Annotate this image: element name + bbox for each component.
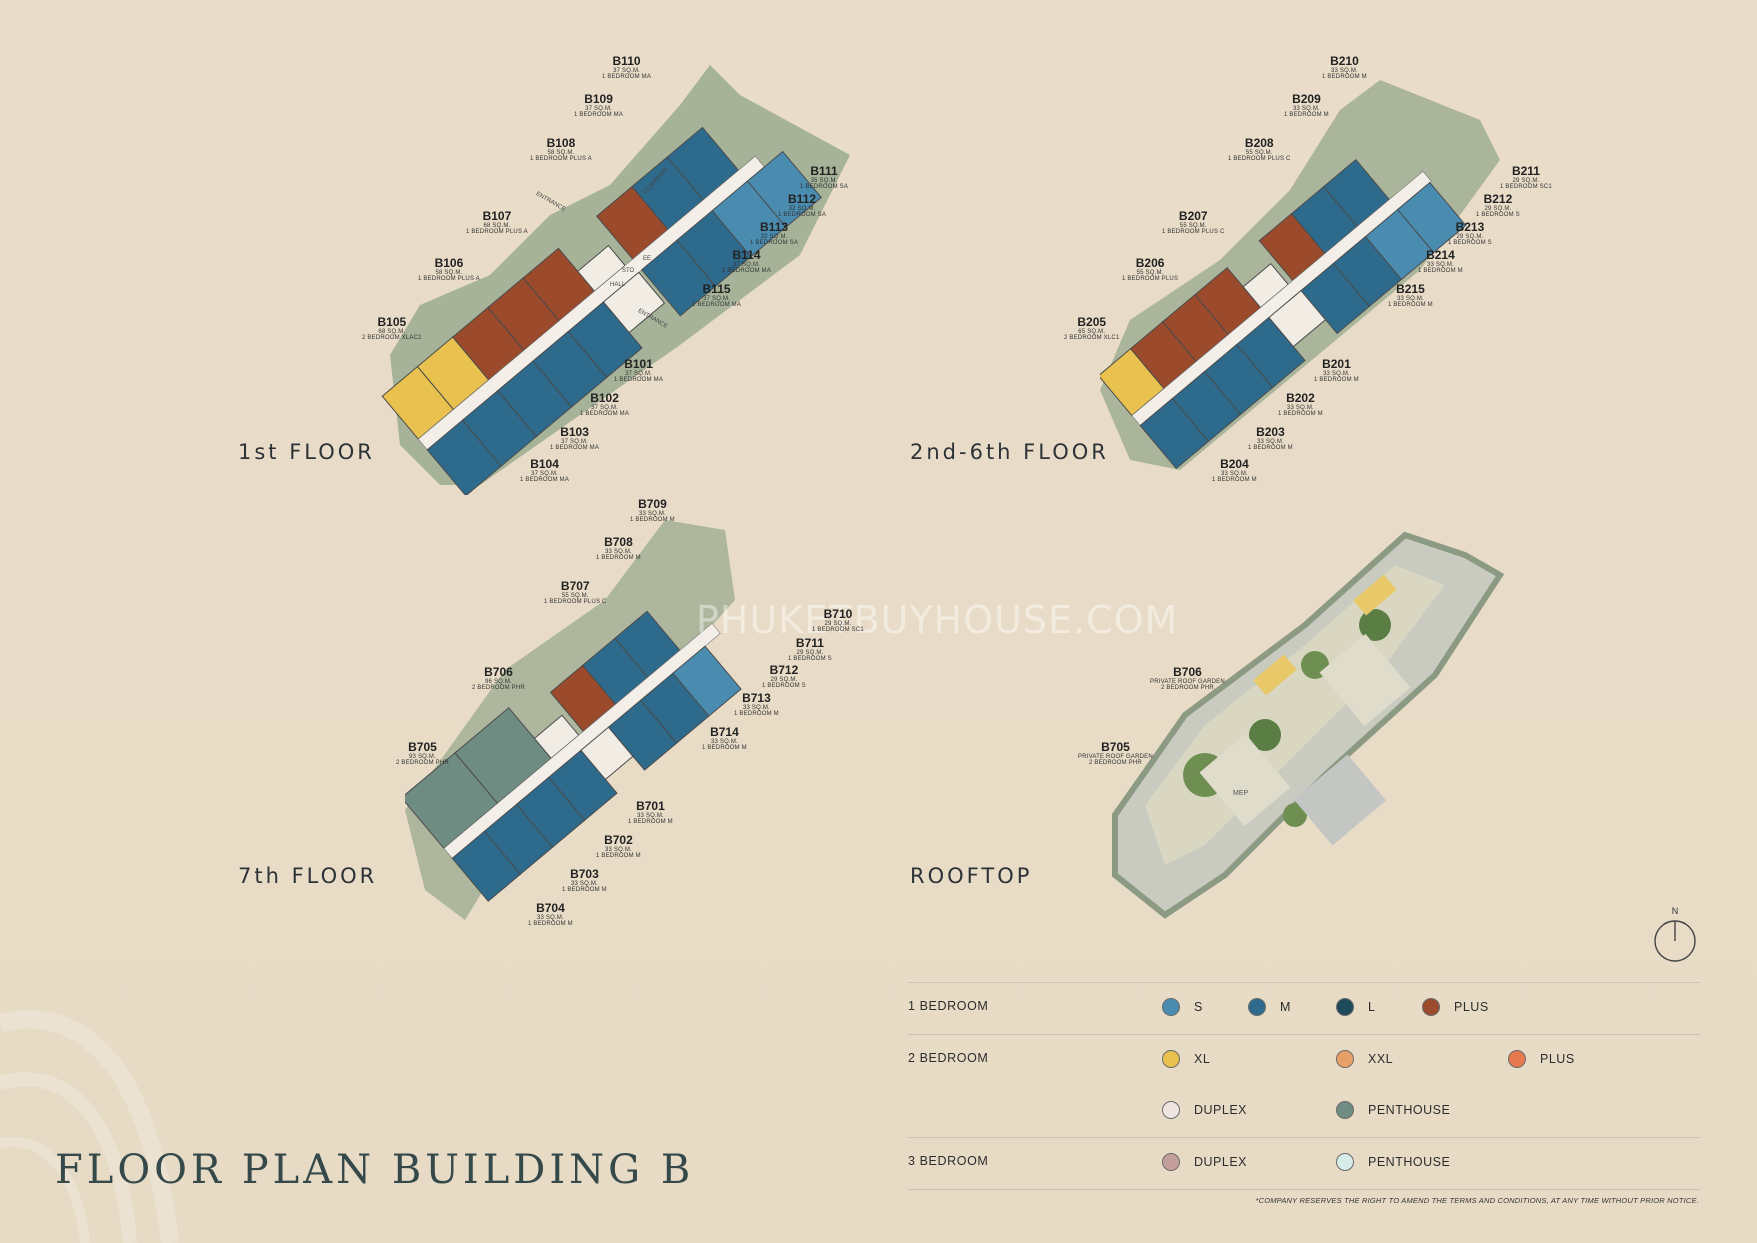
legend-item: DUPLEX — [1162, 1151, 1247, 1173]
legend-row-1-bedroom: 1 BEDROOM S M L PLUS — [908, 982, 1700, 1034]
decorative-wave — [0, 1010, 179, 1243]
legend-item: PLUS — [1422, 996, 1489, 1018]
legend-swatch — [1248, 998, 1266, 1016]
second-floor-plan — [1100, 80, 1500, 470]
legend-swatch — [1336, 998, 1354, 1016]
seventh-floor-plan — [405, 520, 742, 920]
legend-category: 3 BEDROOM — [908, 1154, 989, 1168]
legend-swatch — [1336, 1050, 1354, 1068]
legend-item: M — [1248, 996, 1291, 1018]
legend-swatch — [1162, 1153, 1180, 1171]
legend-category: 2 BEDROOM — [908, 1051, 989, 1065]
legend-swatch — [1336, 1153, 1354, 1171]
north-arrow-icon: N — [1654, 906, 1696, 962]
legend-item: PENTHOUSE — [1336, 1099, 1450, 1121]
legend-item: DUPLEX — [1162, 1099, 1247, 1121]
rooftop-title: ROOFTOP — [910, 864, 1033, 888]
legend-item: S — [1162, 996, 1203, 1018]
compass-label: N — [1672, 906, 1679, 916]
legend-swatch — [1422, 998, 1440, 1016]
legend-swatch — [1336, 1101, 1354, 1119]
legend-swatch — [1162, 998, 1180, 1016]
legend-item: XL — [1162, 1048, 1210, 1070]
legend-item: XXL — [1336, 1048, 1393, 1070]
watermark: PHUKETBUYHOUSE.COM — [696, 598, 1179, 642]
legend-swatch — [1508, 1050, 1526, 1068]
rooftop-plan — [1112, 531, 1505, 919]
legend-row-2-bedroom: 2 BEDROOM XL XXL PLUS — [908, 1034, 1700, 1086]
mep-label: MEP — [1233, 790, 1249, 797]
page-title: FLOOR PLAN BUILDING B — [55, 1147, 695, 1193]
seventh-floor-title: 7th FLOOR — [238, 864, 378, 888]
legend-category: 1 BEDROOM — [908, 999, 989, 1013]
legend-swatch — [1162, 1050, 1180, 1068]
legend: 1 BEDROOM S M L PLUS 2 BEDROOM XL XXL PL… — [908, 982, 1700, 1190]
legend-item: PLUS — [1508, 1048, 1575, 1070]
legend-row-3-bedroom: 3 BEDROOM DUPLEX PENTHOUSE — [908, 1137, 1700, 1190]
legend-swatch — [1162, 1101, 1180, 1119]
ee-label: EE — [643, 256, 652, 262]
first-floor-title: 1st FLOOR — [238, 440, 375, 464]
legend-row-2-bedroom-extra: DUPLEX PENTHOUSE — [908, 1086, 1700, 1137]
second-floor-title: 2nd-6th FLOOR — [910, 440, 1109, 464]
disclaimer-notice: *COMPANY RESERVES THE RIGHT TO AMEND THE… — [1255, 1196, 1699, 1205]
legend-item: PENTHOUSE — [1336, 1151, 1450, 1173]
sto-label: STO — [622, 268, 635, 274]
first-floor-plan — [381, 65, 850, 495]
legend-item: L — [1336, 996, 1375, 1018]
hall-label: HALL — [610, 282, 626, 288]
